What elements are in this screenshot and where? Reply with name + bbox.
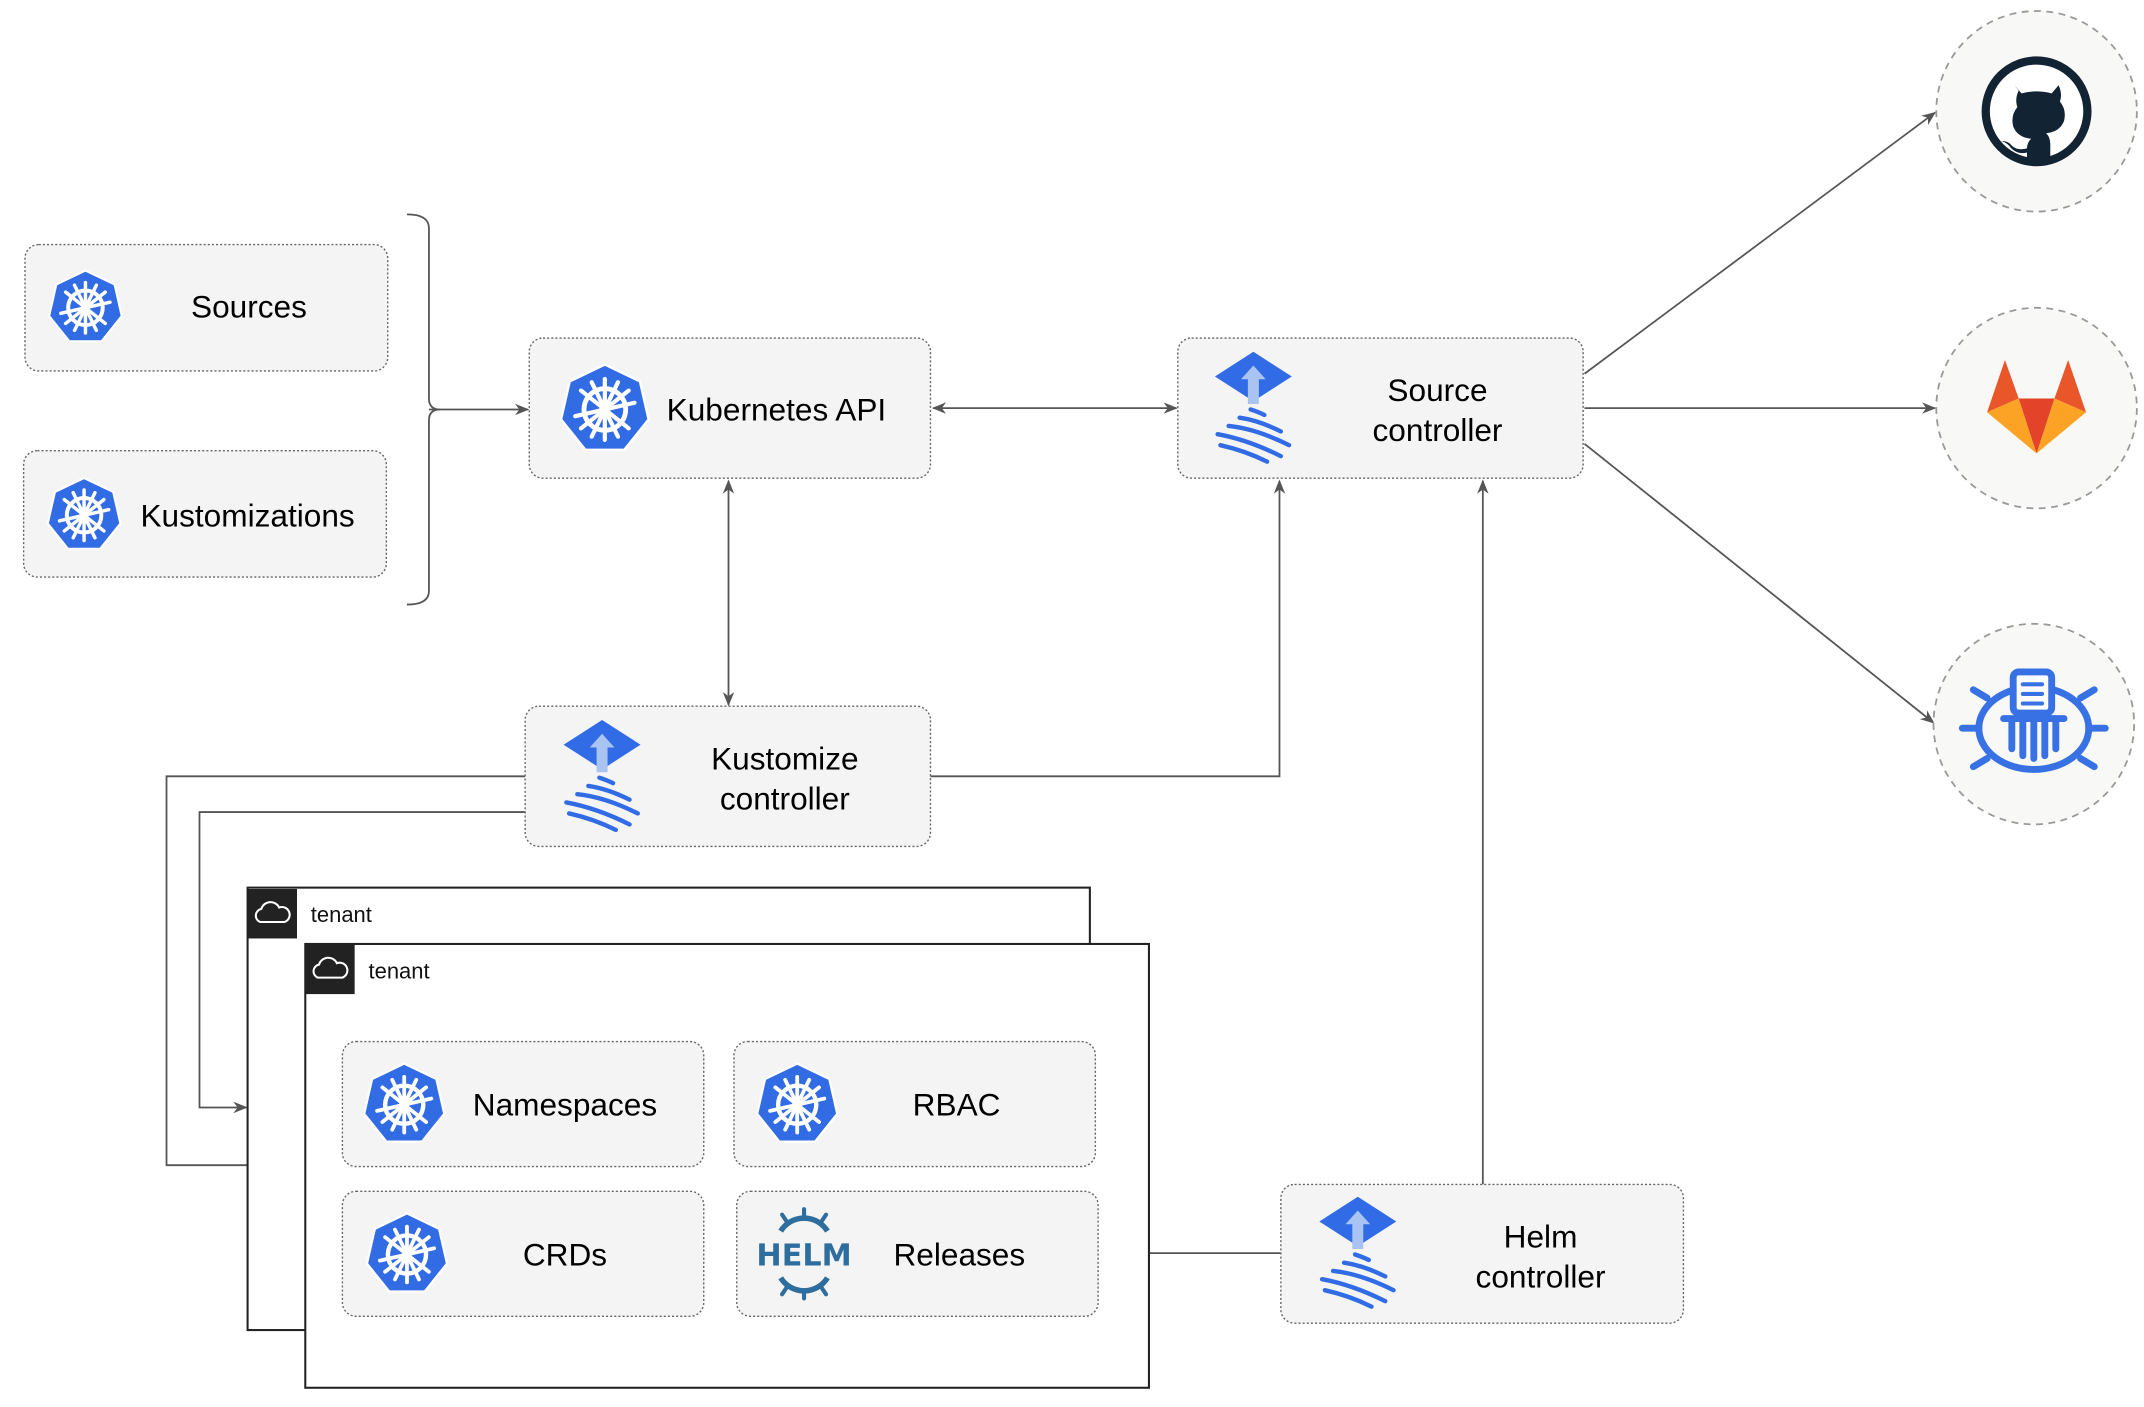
- kustomize-controller-box[interactable]: Kustomize controller: [524, 705, 932, 848]
- harbor-icon: [1958, 668, 2109, 773]
- source-controller-box[interactable]: Source controller: [1177, 337, 1584, 479]
- rbac-box[interactable]: RBAC: [733, 1040, 1097, 1168]
- crds-box[interactable]: CRDs: [341, 1190, 705, 1318]
- harbor-node[interactable]: [1932, 622, 2136, 826]
- edge-source-to-harbor: [1583, 443, 1935, 724]
- kubernetes-api-label: Kubernetes API: [667, 391, 887, 427]
- helm-controller-label-line1: Helm: [1504, 1219, 1578, 1255]
- edge-kustomize-to-source-controller: [930, 479, 1286, 778]
- source-controller-label-line1: Source: [1387, 372, 1487, 408]
- github-icon: [1981, 56, 2092, 167]
- namespaces-label: Namespaces: [473, 1087, 657, 1123]
- crds-label: CRDs: [523, 1236, 607, 1272]
- releases-label: Releases: [893, 1236, 1025, 1272]
- sources-label: Sources: [191, 288, 307, 324]
- edge-source-to-github: [1583, 111, 1937, 375]
- helm-controller-box[interactable]: Helm controller: [1280, 1183, 1685, 1324]
- namespaces-box[interactable]: Namespaces: [341, 1040, 705, 1168]
- edge-kustomize-to-tenant-2: [165, 775, 526, 1171]
- gitlab-icon: [1987, 359, 2087, 454]
- helm-icon-text: HELM: [756, 1238, 851, 1273]
- kubernetes-api-box[interactable]: Kubernetes API: [528, 337, 932, 479]
- sources-box[interactable]: Sources: [24, 243, 389, 372]
- releases-box[interactable]: HELM Releases: [736, 1190, 1099, 1318]
- cloud-icon: [247, 887, 298, 940]
- cloud-icon: [305, 943, 355, 995]
- source-controller-label-line2: controller: [1373, 412, 1503, 448]
- github-node[interactable]: [1935, 10, 2138, 213]
- gitlab-node[interactable]: [1935, 306, 2138, 510]
- helm-icon: HELM: [756, 1207, 852, 1301]
- tenant-label: tenant: [369, 958, 430, 983]
- rbac-label: RBAC: [913, 1087, 1001, 1123]
- kustomize-controller-label-line1: Kustomize: [711, 740, 858, 776]
- kustomize-controller-label-line2: controller: [720, 780, 850, 816]
- tenant-label: tenant: [311, 902, 372, 927]
- edges: [165, 111, 1937, 1259]
- kustomizations-label: Kustomizations: [140, 497, 354, 533]
- edge-kustomize-to-tenant-1: [198, 811, 526, 1114]
- kustomizations-box[interactable]: Kustomizations: [22, 449, 388, 578]
- helm-controller-label-line2: controller: [1476, 1258, 1606, 1294]
